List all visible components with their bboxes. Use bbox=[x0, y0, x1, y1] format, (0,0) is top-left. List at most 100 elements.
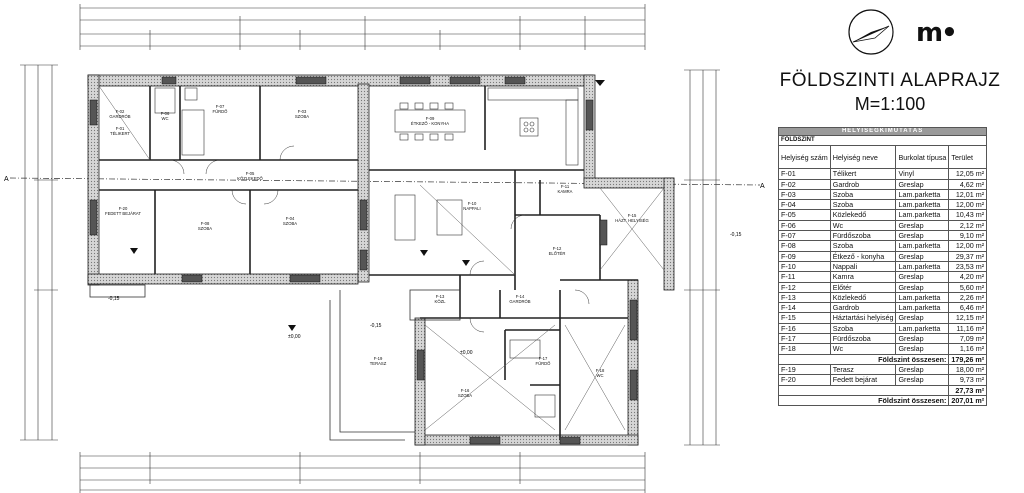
sum-value: 27,73 m² bbox=[948, 384, 988, 396]
cell-name: Fürdőszoba bbox=[829, 230, 897, 242]
cell-number: F-15 bbox=[778, 312, 831, 324]
room-id-f16: F-16 bbox=[461, 388, 470, 393]
dimension-lines-left bbox=[20, 64, 58, 441]
level-text-2: -0,15 bbox=[370, 323, 382, 329]
cell-flooring: Greslap bbox=[895, 250, 950, 262]
room-name-f01: TÉLIKERT bbox=[110, 131, 130, 136]
cell-number: F-06 bbox=[778, 219, 831, 232]
north-arrow-icon bbox=[848, 9, 894, 55]
dimension-lines-top bbox=[79, 4, 646, 50]
cell-flooring: Greslap bbox=[895, 281, 950, 293]
cell-area: 12,00 m² bbox=[948, 199, 988, 211]
room-name-f20: FEDETT BEJÁRAT bbox=[105, 211, 141, 216]
cell-number: F-09 bbox=[778, 250, 831, 262]
cell-area: 6,46 m² bbox=[948, 302, 988, 314]
room-name-f03: SZOBA bbox=[295, 114, 309, 119]
cell-flooring: Greslap bbox=[895, 219, 950, 232]
subtotal-outdoor-row: 27,73 m² bbox=[777, 384, 988, 396]
cell-flooring: Lam.parketta bbox=[895, 302, 950, 314]
outer-walls bbox=[87, 74, 675, 446]
total-row: Földszint összesen:207,01 m² bbox=[777, 394, 988, 407]
room-name-f05: KÖZLEKEDŐ bbox=[237, 176, 263, 181]
section-mark-right: A bbox=[760, 183, 765, 190]
cell-area: 10,43 m² bbox=[948, 209, 988, 221]
room-id-f14: F-14 bbox=[516, 294, 525, 299]
cell-area: 4,20 m² bbox=[948, 271, 988, 283]
table-section: FÖLDSZINT bbox=[777, 134, 988, 147]
cell-number: F-14 bbox=[778, 302, 831, 314]
room-schedule-table: HELYISÉGKIMUTATÁS FÖLDSZINT Helyiség szá… bbox=[777, 127, 988, 407]
cell-flooring: Greslap bbox=[895, 271, 950, 283]
room-id-f07: F-07 bbox=[216, 104, 225, 109]
cell-name: Gardrob bbox=[829, 302, 897, 314]
cell-name: Háztartási helyiség bbox=[829, 312, 897, 324]
cell-name: Közlekedő bbox=[829, 291, 897, 304]
cell-flooring: Lam.parketta bbox=[895, 322, 950, 335]
col-header-name: Helyiség neve bbox=[829, 145, 897, 170]
windows bbox=[89, 76, 638, 445]
room-id-f17: F-17 bbox=[539, 356, 548, 361]
cell-name: Szoba bbox=[829, 322, 897, 335]
room-name-f08: SZOBA bbox=[198, 226, 212, 231]
sum-value: 207,01 m² bbox=[948, 394, 988, 407]
cell-name: Szoba bbox=[829, 188, 897, 201]
room-id-f18: F-18 bbox=[596, 368, 605, 373]
room-id-f20: F-20 bbox=[119, 206, 128, 211]
door-swings bbox=[169, 145, 590, 333]
room-id-f02: F-02 bbox=[116, 109, 125, 114]
cell-area: 12,05 m² bbox=[948, 168, 988, 180]
cell-number: F-17 bbox=[778, 333, 831, 345]
sum-label bbox=[777, 384, 950, 396]
dimension-lines-right bbox=[684, 69, 720, 446]
cell-area: 7,09 m² bbox=[948, 333, 988, 345]
col-header-flooring: Burkolat típusa bbox=[895, 145, 950, 170]
room-id-f04: F-04 bbox=[286, 216, 295, 221]
cell-flooring: Greslap bbox=[895, 230, 950, 242]
cell-area: 9,10 m² bbox=[948, 230, 988, 242]
room-id-f06: F-06 bbox=[161, 111, 170, 116]
cell-name: Fedett bejárat bbox=[829, 374, 897, 386]
cell-flooring: Greslap bbox=[895, 374, 950, 386]
cell-area: 9,73 m² bbox=[948, 374, 988, 386]
cell-number: F-16 bbox=[778, 322, 831, 335]
cell-area: 11,16 m² bbox=[948, 322, 988, 335]
cell-number: F-04 bbox=[778, 199, 831, 211]
room-name-f17: FÜRDŐ bbox=[536, 361, 552, 366]
room-id-f08: F-08 bbox=[201, 221, 210, 226]
cell-name: Wc bbox=[829, 343, 897, 355]
cell-number: F-10 bbox=[778, 260, 831, 273]
room-id-f15: F-15 bbox=[628, 213, 637, 218]
cell-name: Wc bbox=[829, 219, 897, 232]
terrace-outline bbox=[89, 284, 461, 441]
cell-name: Közlekedő bbox=[829, 209, 897, 221]
cell-number: F-20 bbox=[778, 374, 831, 386]
cell-name: Előtér bbox=[829, 281, 897, 293]
cell-number: F-01 bbox=[778, 168, 831, 180]
table-header: HELYISÉGKIMUTATÁS bbox=[777, 127, 988, 136]
cell-number: F-19 bbox=[778, 363, 831, 376]
cell-flooring: Greslap bbox=[895, 343, 950, 355]
room-id-f12: F-12 bbox=[553, 246, 562, 251]
room-id-f03: F-03 bbox=[298, 109, 307, 114]
room-id-f11: F-11 bbox=[561, 184, 570, 189]
cell-area: 1,16 m² bbox=[948, 343, 988, 355]
cell-flooring: Greslap bbox=[895, 333, 950, 345]
cell-flooring: Lam.parketta bbox=[895, 260, 950, 273]
cell-name: Nappali bbox=[829, 260, 897, 273]
inner-walls bbox=[99, 86, 638, 440]
cell-area: 18,00 m² bbox=[948, 363, 988, 376]
level-text-4: -0,15 bbox=[730, 232, 742, 238]
